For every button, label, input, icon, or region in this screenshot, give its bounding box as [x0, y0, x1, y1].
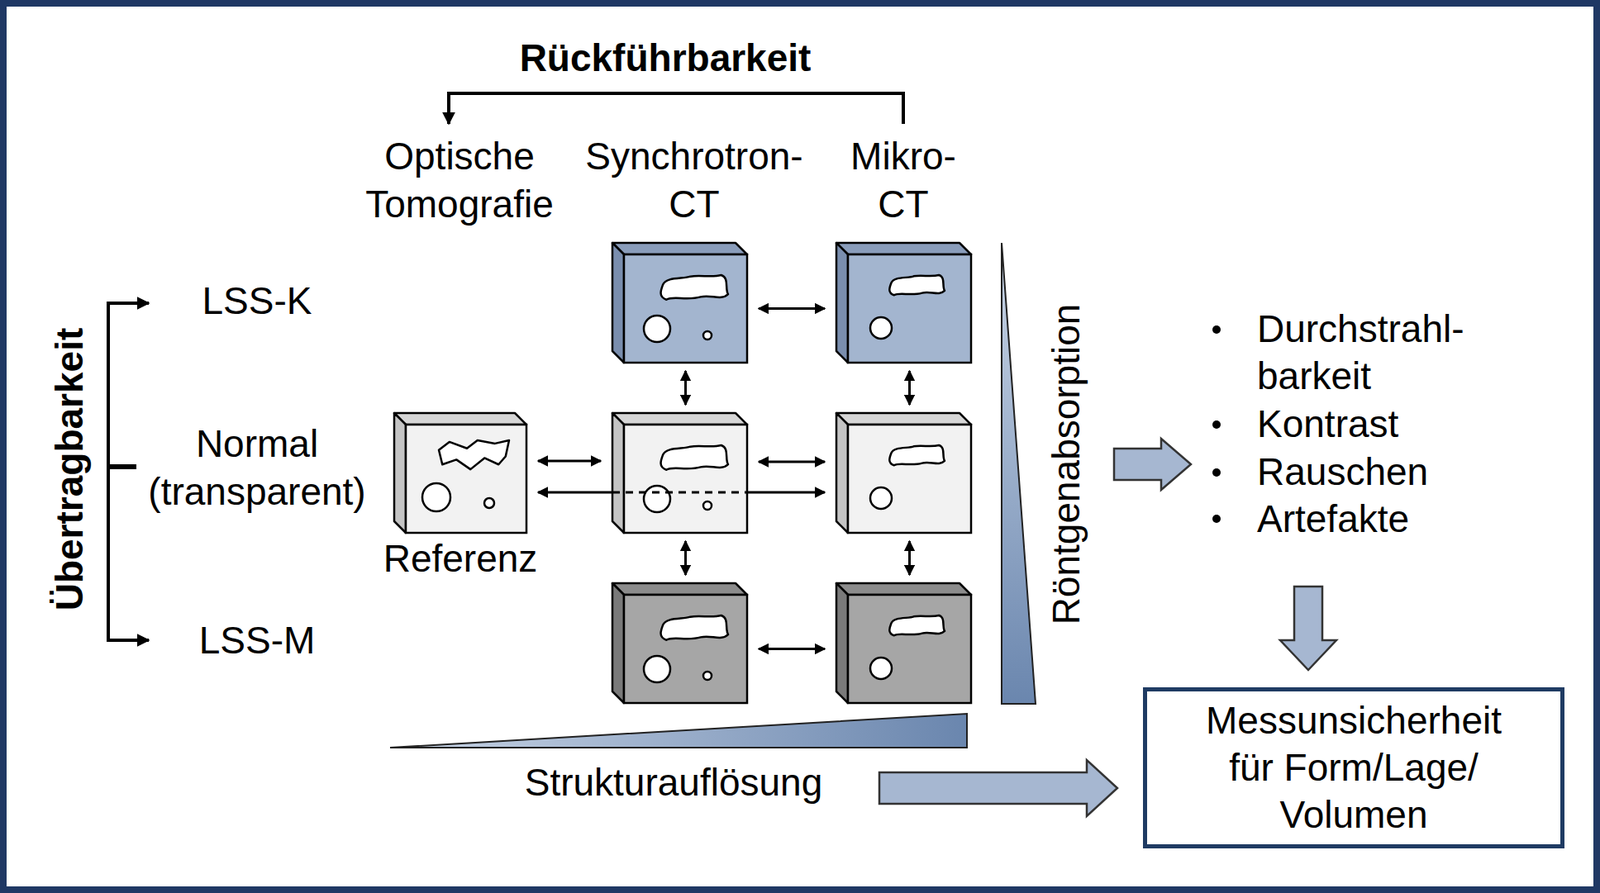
double-arrow	[908, 541, 911, 576]
row-label: Normal (transparent)	[137, 419, 377, 516]
cube-outline	[836, 583, 972, 704]
column-header: Mikro- CT	[841, 132, 966, 229]
bullets	[1212, 325, 1221, 524]
cube-outline	[394, 413, 527, 534]
sample-cube	[612, 413, 748, 534]
axis-label: Strukturauflösung	[524, 758, 824, 807]
double-arrow	[538, 491, 825, 495]
node-caption: Referenz	[383, 536, 539, 582]
double-arrow	[684, 541, 687, 576]
double-arrow	[758, 307, 825, 310]
sample-cube: Referenz	[394, 413, 527, 534]
block-arrow	[1280, 586, 1337, 671]
outer-frame	[3, 3, 1597, 891]
bracket-tick	[108, 464, 137, 470]
double-arrow	[538, 460, 601, 463]
cube-outline	[836, 242, 972, 363]
bracket-title: Übertragbarkeit	[45, 328, 94, 612]
absorption-wedge	[1001, 242, 1036, 705]
axis-label: Röntgenabsorption	[1042, 304, 1091, 626]
double-arrow	[758, 647, 825, 651]
sample-cube	[612, 242, 748, 363]
traceability-bracket	[448, 93, 904, 124]
column-header: Synchrotron- CT	[574, 132, 815, 229]
cube-outline	[612, 583, 748, 704]
sample-cube	[836, 413, 972, 534]
bullet-item: Rauschen	[1257, 448, 1489, 496]
cube-outline	[836, 413, 972, 534]
row-label: LSS-M	[157, 616, 357, 665]
resolution-wedge	[390, 714, 967, 748]
column-header: Optische Tomografie	[352, 132, 567, 229]
bracket-title: Rückführbarkeit	[519, 33, 812, 82]
sample-cube	[612, 583, 748, 704]
sample-cube	[836, 583, 972, 704]
result-text: Messunsicherheit für Form/Lage/ Volumen	[1192, 697, 1515, 839]
bullet-item: Artefakte	[1257, 495, 1489, 543]
bracket-arrow	[106, 638, 149, 643]
cube-outline	[612, 413, 748, 534]
sample-cube	[836, 242, 972, 363]
bracket-arrow	[106, 301, 149, 305]
cube-outline	[612, 242, 748, 363]
result-box: Messunsicherheit für Form/Lage/ Volumen	[1142, 687, 1565, 849]
block-arrow	[879, 760, 1118, 817]
block-arrow	[1114, 438, 1191, 491]
bullet-item: Durchstrahl- barkeit	[1257, 305, 1489, 400]
row-label: LSS-K	[157, 276, 357, 325]
double-arrow	[908, 371, 911, 405]
double-arrow	[758, 461, 825, 464]
double-arrow	[684, 371, 687, 405]
transfer-bracket	[106, 303, 110, 641]
bullet-item: Kontrast	[1257, 400, 1489, 448]
